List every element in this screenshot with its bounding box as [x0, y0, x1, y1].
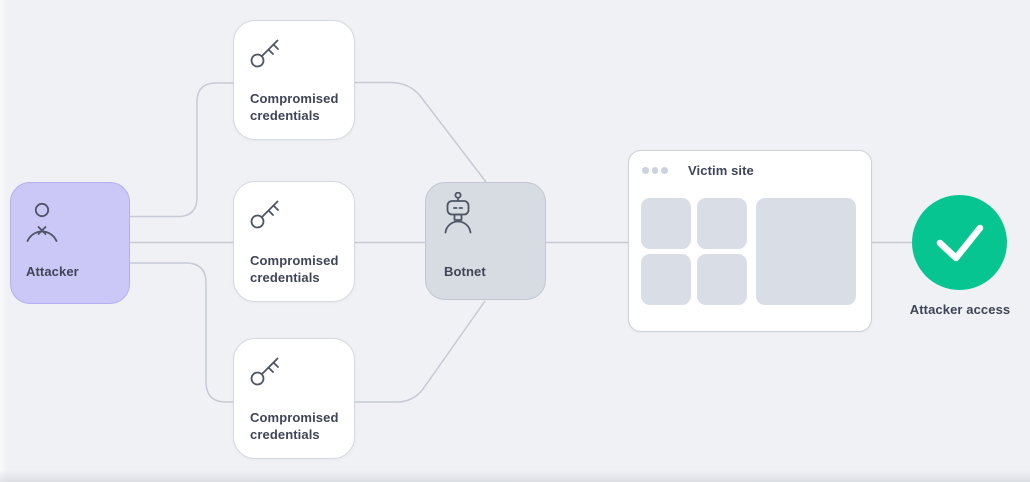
content-placeholder-block [697, 198, 747, 249]
node-compromised-credentials-2: Compromised credentials [233, 181, 355, 302]
browser-dot [642, 167, 649, 174]
content-placeholder-block [641, 198, 691, 249]
robot-icon [444, 192, 472, 234]
victim-site-card: Victim site [628, 150, 872, 332]
user-x-icon [26, 202, 58, 242]
node-label-credentials: Compromised credentials [250, 253, 339, 285]
node-botnet: Botnet [425, 182, 546, 300]
attacker-access-label: Attacker access [909, 302, 1011, 317]
edge-cred3-botnet [355, 300, 486, 403]
node-label-credentials: Compromised credentials [250, 410, 339, 442]
attacker-access-indicator [912, 195, 1007, 290]
browser-dots [642, 167, 668, 174]
node-attacker: Attacker [10, 182, 130, 304]
edge-cred1-botnet [355, 81, 487, 183]
node-compromised-credentials-3: Compromised credentials [233, 338, 355, 459]
victim-site-title: Victim site [688, 163, 754, 178]
key-icon [250, 200, 279, 229]
browser-dot [661, 167, 668, 174]
content-placeholder-block [697, 254, 747, 305]
key-icon [250, 39, 279, 68]
node-compromised-credentials-1: Compromised credentials [233, 20, 355, 140]
key-icon [250, 357, 279, 386]
edge-attacker-cred3 [130, 262, 233, 403]
node-label-attacker: Attacker [26, 264, 79, 279]
edge-attacker-cred1 [130, 82, 233, 218]
browser-dot [651, 167, 658, 174]
check-icon [936, 224, 984, 262]
node-label-credentials: Compromised credentials [250, 91, 339, 123]
node-label-botnet: Botnet [444, 264, 486, 279]
content-placeholder-block-large [756, 198, 856, 305]
content-placeholder-block [641, 254, 691, 305]
